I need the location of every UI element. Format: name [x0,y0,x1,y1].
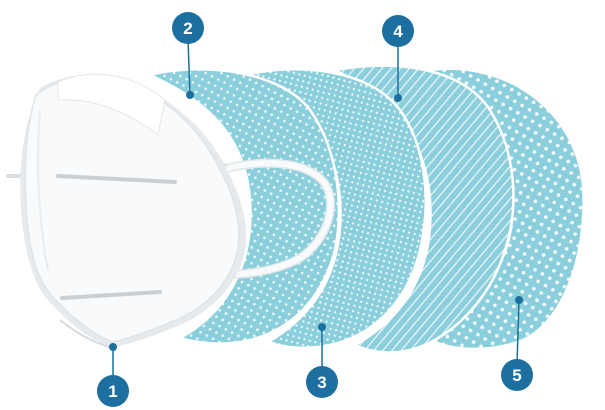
callout-badge-1: 1 [97,375,129,407]
callout-badge-2: 2 [172,12,204,44]
svg-text:4: 4 [393,22,403,41]
callout-badge-4: 4 [382,15,414,47]
svg-text:5: 5 [512,366,521,385]
svg-text:1: 1 [108,382,117,401]
callout-badge-5: 5 [501,359,533,391]
svg-text:3: 3 [317,373,326,392]
callout-badge-3: 3 [306,366,338,398]
outer-mask [8,74,246,348]
svg-text:2: 2 [183,19,192,38]
